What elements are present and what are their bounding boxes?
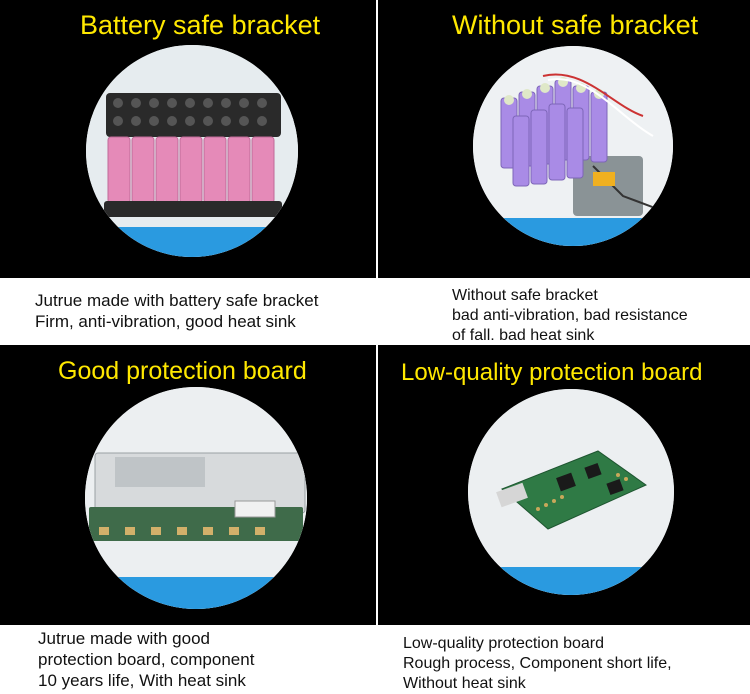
caption-line: Low-quality protection board xyxy=(403,635,605,652)
good-board-illustration xyxy=(85,387,307,609)
panel-battery-safe-bracket: Battery safe bracket xyxy=(0,0,376,278)
caption-line: Without safe bracket xyxy=(452,287,598,304)
caption-without-safe-bracket: Without safe bracket bad anti-vibration,… xyxy=(452,286,688,340)
panel-title: Without safe bracket xyxy=(452,10,699,40)
caption-line: Jutrue made with battery safe bracket xyxy=(35,291,319,310)
panel-without-safe-bracket: Without safe bracket xyxy=(378,0,750,278)
panel-title: Low-quality protection board xyxy=(401,359,703,386)
battery-no-bracket-illustration xyxy=(473,46,673,246)
good-protection-board-image xyxy=(85,387,307,609)
battery-pack-without-bracket-image xyxy=(473,46,673,246)
caption-line: Rough process, Component short life, xyxy=(403,655,672,672)
caption-line: Jutrue made with good xyxy=(38,629,210,648)
panel-title: Good protection board xyxy=(58,357,307,385)
caption-line: Without heat sink xyxy=(403,675,526,692)
battery-pack-with-bracket-image xyxy=(86,45,298,257)
caption-battery-safe-bracket: Jutrue made with battery safe bracket Fi… xyxy=(35,290,318,332)
panel-low-quality-protection-board: Low-quality protection board xyxy=(378,345,750,625)
caption-low-quality-protection-board: Low-quality protection board Rough proce… xyxy=(403,634,672,694)
caption-good-protection-board: Jutrue made with good protection board, … xyxy=(38,628,254,691)
caption-line: bad anti-vibration, bad resistance xyxy=(452,307,688,324)
panel-good-protection-board: Good protection board xyxy=(0,345,376,625)
low-quality-board-image xyxy=(468,389,674,595)
caption-line: of fall, bad heat sink xyxy=(452,327,595,340)
panel-title: Battery safe bracket xyxy=(80,10,321,40)
caption-line: Firm, anti-vibration, good heat sink xyxy=(35,312,296,331)
caption-line: 10 years life, With heat sink xyxy=(38,671,246,690)
caption-line: protection board, component xyxy=(38,650,255,669)
battery-bracket-illustration xyxy=(86,45,298,257)
low-quality-board-illustration xyxy=(468,389,674,595)
